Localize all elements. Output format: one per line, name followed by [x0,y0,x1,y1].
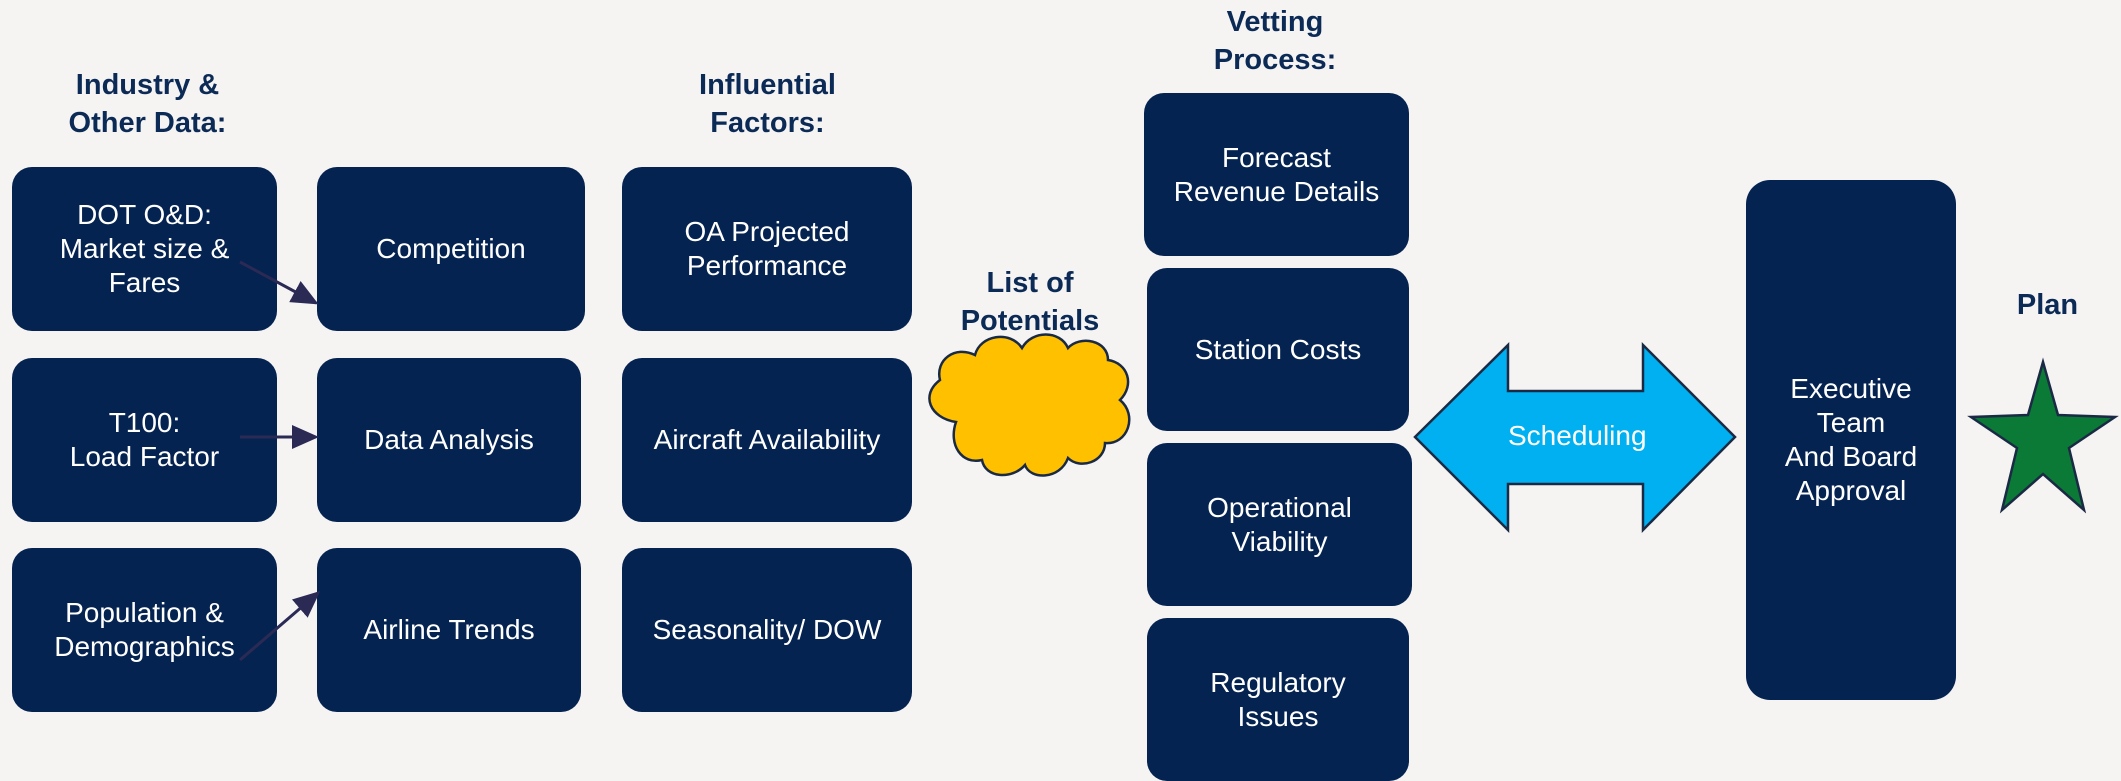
station-costs-box: Station Costs [1147,268,1409,431]
forecast-revenue-box: Forecast Revenue Details [1144,93,1409,256]
plan-heading: Plan [2016,289,2079,321]
influential-heading: Influential Factors: [699,69,836,139]
vetting-heading: Vetting Process: [1213,6,1337,76]
t100-box: T100: Load Factor [12,358,277,522]
aircraft-availability-box: Aircraft Availability [622,358,912,522]
connector-arrow-population-to-airline-trends [239,591,321,662]
regulatory-issues-box: Regulatory Issues [1147,618,1409,781]
oa-projected-box: OA Projected Performance [622,167,912,331]
population-box: Population & Demographics [12,548,277,712]
scheduling-double-arrow [1413,341,1737,534]
competition-box: Competition [317,167,585,331]
seasonality-box: Seasonality/ DOW [622,548,912,712]
connector-arrow-dot-to-competition [239,260,319,305]
scheduling-label: Scheduling [1508,420,1647,451]
airline-trends-box: Airline Trends [317,548,581,712]
dot-od-box: DOT O&D: Market size & Fares [12,167,277,331]
operational-viability-box: Operational Viability [1147,443,1412,606]
cloud-icon [928,333,1131,477]
executive-approval-box: Executive Team And Board Approval [1746,180,1956,700]
plan-star-icon [1967,357,2119,514]
industry-heading: Industry & Other Data: [68,69,227,139]
list-of-potentials-heading: List of Potentials [960,267,1100,337]
data-analysis-box: Data Analysis [317,358,581,522]
